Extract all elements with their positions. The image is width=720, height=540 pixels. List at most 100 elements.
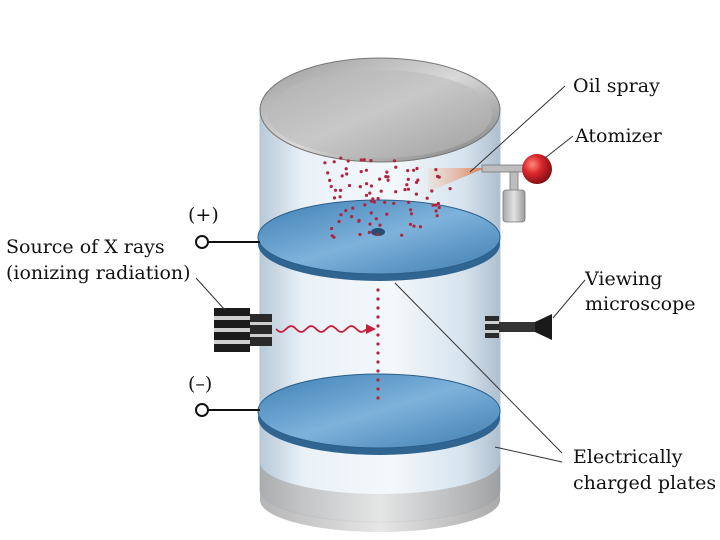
lower-plate: [257, 373, 501, 449]
oil-droplet: [376, 196, 380, 201]
oil-droplet: [376, 396, 380, 400]
oil-droplet: [376, 333, 380, 337]
oil-droplet: [434, 203, 438, 207]
xray-beam-arrowhead: [366, 324, 376, 334]
viewing-label-line2: microscope: [585, 293, 696, 315]
oil-droplet: [376, 360, 380, 364]
oil-droplet: [386, 178, 390, 182]
xray-source-label-line1: Source of X rays: [6, 236, 165, 258]
oil-droplet: [351, 206, 355, 210]
xray-source-icon: [214, 308, 272, 352]
oil-droplet: [414, 180, 419, 184]
oil-droplet: [372, 200, 376, 204]
oil-droplet: [376, 387, 380, 391]
oil-droplet: [371, 197, 375, 201]
oil-droplet: [437, 205, 441, 210]
terminal-plus-icon: [195, 235, 260, 249]
oil-droplet: [358, 232, 362, 237]
microscope-icon: [485, 314, 552, 340]
oil-droplet: [385, 170, 389, 174]
oil-droplet: [394, 165, 398, 169]
atomizer-icon: [481, 154, 552, 223]
oil-spray-label: Oil spray: [573, 75, 660, 97]
oil-droplet: [359, 170, 363, 174]
oil-droplet: [376, 351, 380, 355]
oil-droplet: [365, 182, 369, 186]
oil-droplet: [376, 342, 380, 346]
oil-droplet: [408, 222, 413, 226]
oil-droplet: [359, 158, 363, 162]
oil-droplet: [369, 199, 373, 203]
spray-cone: [428, 168, 485, 192]
oil-droplet: [436, 174, 440, 178]
oil-droplet: [412, 168, 416, 172]
xray-source-label-line2: (ionizing radiation): [6, 262, 191, 284]
oil-droplet: [332, 160, 336, 164]
oil-droplet: [346, 159, 350, 163]
oil-droplet: [418, 225, 422, 229]
oil-droplet: [333, 188, 338, 192]
plates-label-line1: Electrically: [573, 446, 683, 468]
terminal-minus-icon: [195, 403, 260, 417]
oil-droplet: [414, 192, 418, 196]
oil-droplet: [340, 174, 344, 178]
oil-droplet: [369, 184, 373, 188]
oil-droplet: [434, 168, 438, 172]
oil-droplet: [376, 315, 380, 319]
oil-droplet: [403, 188, 407, 192]
oil-droplet: [394, 190, 398, 194]
oil-droplet: [339, 156, 343, 160]
cylinder-base: [260, 462, 500, 532]
oil-droplet: [409, 208, 413, 212]
oil-droplet: [431, 203, 435, 207]
xray-beam: [275, 325, 367, 333]
oil-droplet: [338, 195, 342, 199]
oil-droplet: [375, 232, 379, 237]
oil-droplet: [448, 187, 452, 191]
oil-droplet: [430, 189, 434, 193]
oil-droplets: [323, 156, 452, 400]
oil-droplet: [364, 193, 369, 197]
oil-droplet: [434, 209, 438, 213]
oil-droplet: [406, 177, 410, 181]
oil-droplet: [358, 185, 362, 189]
oil-droplet: [339, 188, 343, 192]
oil-droplet: [329, 184, 333, 189]
oil-droplet: [415, 166, 419, 171]
oil-droplet: [379, 189, 383, 193]
oil-droplet: [344, 209, 348, 213]
oil-droplet: [337, 219, 341, 224]
oil-droplet: [362, 158, 366, 162]
oil-droplet: [364, 168, 368, 172]
oil-droplet: [400, 233, 404, 237]
oil-droplet: [406, 169, 410, 173]
oil-droplet: [368, 191, 372, 195]
oil-droplet: [385, 212, 389, 216]
oil-droplet: [369, 211, 373, 215]
oil-droplet: [357, 219, 361, 223]
minus-terminal-label: (–): [188, 373, 213, 395]
oil-droplet: [406, 187, 410, 191]
oil-droplet: [416, 178, 420, 182]
oil-droplet: [407, 200, 411, 204]
oil-droplet: [412, 224, 416, 228]
oil-droplet: [376, 378, 380, 382]
oil-droplet: [386, 175, 390, 179]
oil-droplet: [376, 369, 380, 373]
oil-droplet: [344, 167, 348, 171]
cylinder-lid-inner: [268, 70, 492, 158]
oil-droplet: [376, 297, 380, 301]
oil-droplet: [376, 324, 380, 328]
plate-hole: [371, 228, 385, 236]
oil-droplet: [392, 201, 396, 205]
oil-droplet: [330, 226, 334, 231]
oil-droplet: [376, 288, 380, 292]
oil-droplet: [328, 178, 332, 182]
plates-label-line2: charged plates: [573, 472, 717, 494]
oil-droplet: [367, 230, 371, 234]
oil-droplet: [332, 196, 337, 200]
oil-droplet: [374, 217, 378, 221]
atomizer-label: Atomizer: [575, 125, 662, 147]
